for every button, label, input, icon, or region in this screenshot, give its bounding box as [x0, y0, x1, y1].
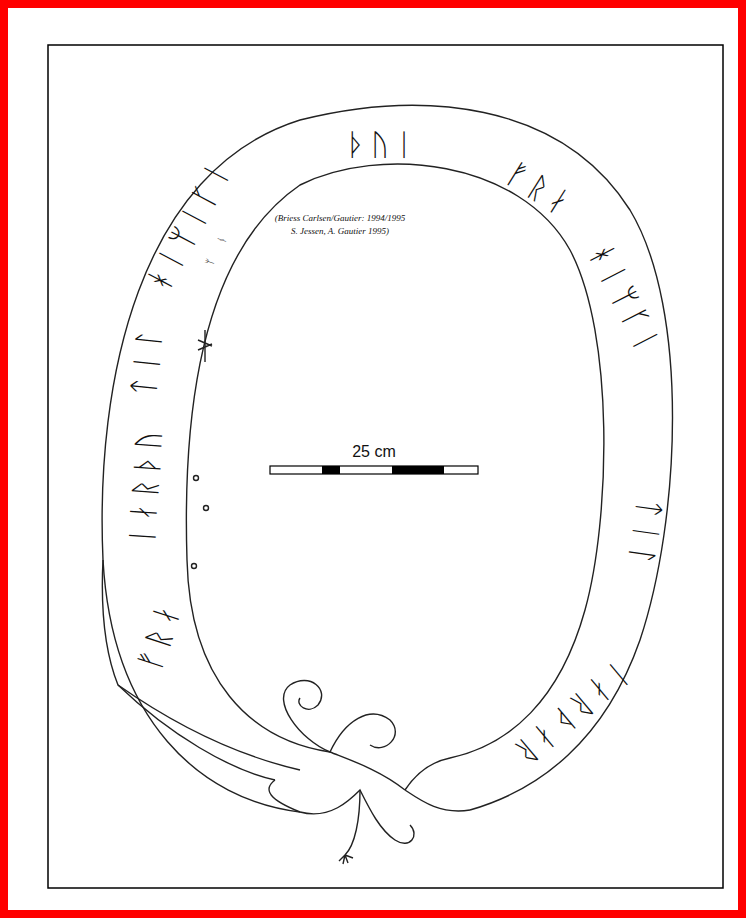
rune-word: ᛏᛁᛚ — [128, 323, 165, 398]
attribution: S. Jessen, A. Gautier 1995) — [291, 227, 389, 236]
scale-label: 25 cm — [352, 444, 396, 460]
band-tail — [102, 560, 275, 780]
head-eye — [330, 714, 395, 752]
head-curl-left — [284, 681, 405, 790]
inner-frame — [48, 45, 723, 888]
head-curl-right — [300, 790, 414, 843]
rune-word: ᚦᚢᛁ — [347, 130, 419, 160]
attribution: (Briess Carlsen/Gautier: 1994/1995 — [275, 214, 406, 223]
inner-mark — [198, 330, 212, 362]
dot-mark — [194, 476, 199, 481]
neck — [405, 758, 470, 811]
scale-bar — [270, 466, 478, 474]
dot-mark — [204, 506, 209, 511]
tail-line — [118, 685, 300, 770]
rune-word: ᛏᛁᛚ — [625, 497, 665, 572]
dot-mark — [192, 564, 197, 569]
rune-word: ᛁᛅᚱᚦᚢ — [127, 424, 165, 546]
band-inner-edge — [186, 164, 604, 758]
red-frame — [4, 4, 742, 914]
foot — [339, 790, 360, 864]
band-outer-edge — [102, 105, 672, 812]
jaw — [269, 780, 300, 812]
